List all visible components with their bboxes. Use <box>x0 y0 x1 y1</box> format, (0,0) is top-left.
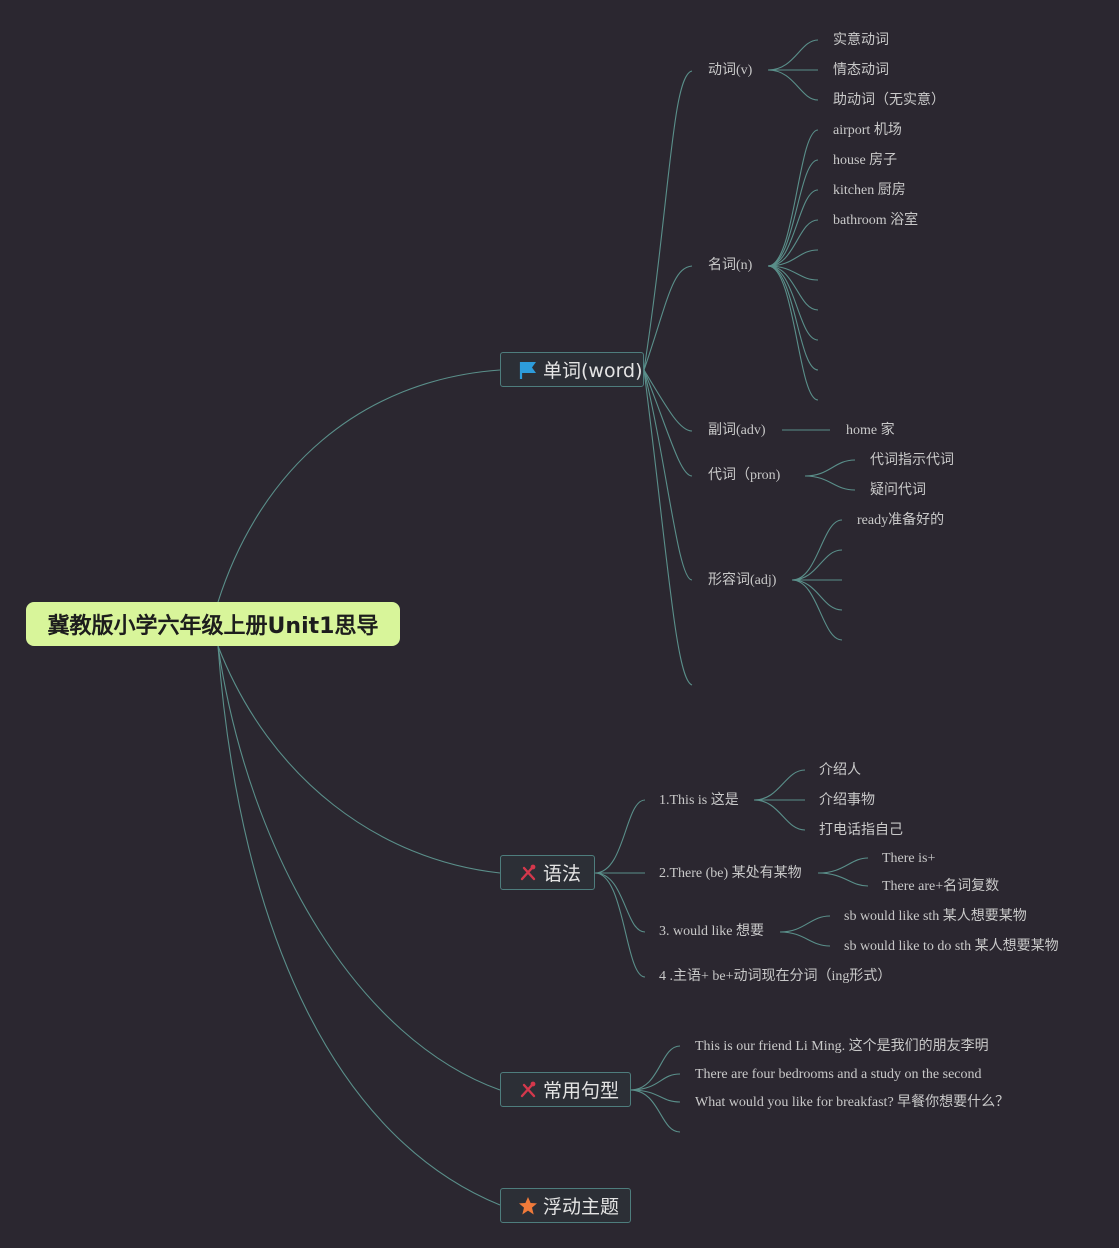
node-verb-child[interactable]: 实意动词 <box>833 33 889 48</box>
topic-grammar[interactable]: 语法 <box>500 855 595 890</box>
flag-icon <box>517 359 539 381</box>
node-would-like-child[interactable]: sb would like sth 某人想要某物 <box>844 909 1027 924</box>
node-progressive[interactable]: 4 .主语+ be+动词现在分词（ing形式） <box>659 969 892 984</box>
node-noun[interactable]: 名词(n) <box>708 258 753 273</box>
node-this-is-child[interactable]: 介绍事物 <box>819 793 875 808</box>
node-noun-child[interactable]: airport 机场 <box>833 123 902 138</box>
node-adjective-child[interactable]: ready准备好的 <box>857 513 945 528</box>
node-verb[interactable]: 动词(v) <box>708 63 753 78</box>
node-sentence[interactable]: There are four bedrooms and a study on t… <box>695 1067 982 1082</box>
central-topic[interactable]: 冀教版小学六年级上册Unit1思导 <box>26 602 400 646</box>
tools-icon <box>517 862 539 884</box>
topic-floating[interactable]: 浮动主题 <box>500 1188 631 1223</box>
tools-icon <box>517 1079 539 1101</box>
node-noun-child[interactable]: bathroom 浴室 <box>833 213 919 228</box>
topic-sentences[interactable]: 常用句型 <box>500 1072 631 1107</box>
node-adverb-child[interactable]: home 家 <box>846 423 895 438</box>
node-verb-child[interactable]: 情态动词 <box>833 63 889 78</box>
node-pronoun[interactable]: 代词（pron) <box>708 468 781 483</box>
topic-word-label: 单词(word) <box>543 360 643 382</box>
central-topic-label: 冀教版小学六年级上册Unit1思导 <box>47 614 379 639</box>
node-adverb[interactable]: 副词(adv) <box>708 423 766 438</box>
node-there-be-child[interactable]: There is+ <box>882 851 936 866</box>
node-pronoun-child[interactable]: 代词指示代词 <box>870 453 954 468</box>
node-would-like-child[interactable]: sb would like to do sth 某人想要某物 <box>844 939 1059 954</box>
node-this-is-child[interactable]: 介绍人 <box>819 763 861 778</box>
node-adjective[interactable]: 形容词(adj) <box>708 573 777 588</box>
node-pronoun-child[interactable]: 疑问代词 <box>870 483 926 498</box>
topic-sentences-label: 常用句型 <box>543 1080 620 1102</box>
node-this-is-child[interactable]: 打电话指自己 <box>819 823 903 838</box>
node-would-like[interactable]: 3. would like 想要 <box>659 924 764 939</box>
node-noun-child[interactable]: house 房子 <box>833 153 898 168</box>
node-sentence[interactable]: This is our friend Li Ming. 这个是我们的朋友李明 <box>695 1039 989 1054</box>
topic-floating-label: 浮动主题 <box>543 1196 620 1218</box>
node-this-is[interactable]: 1.This is 这是 <box>659 793 739 808</box>
star-icon <box>517 1195 539 1217</box>
node-sentence[interactable]: What would you like for breakfast? 早餐你想要… <box>695 1095 1010 1110</box>
node-noun-child[interactable]: kitchen 厨房 <box>833 183 906 198</box>
topic-grammar-label: 语法 <box>543 863 582 885</box>
node-verb-child[interactable]: 助动词（无实意） <box>833 93 945 108</box>
topic-word[interactable]: 单词(word) <box>500 352 644 387</box>
node-there-be-child[interactable]: There are+名词复数 <box>882 879 1000 894</box>
node-there-be[interactable]: 2.There (be) 某处有某物 <box>659 866 802 881</box>
